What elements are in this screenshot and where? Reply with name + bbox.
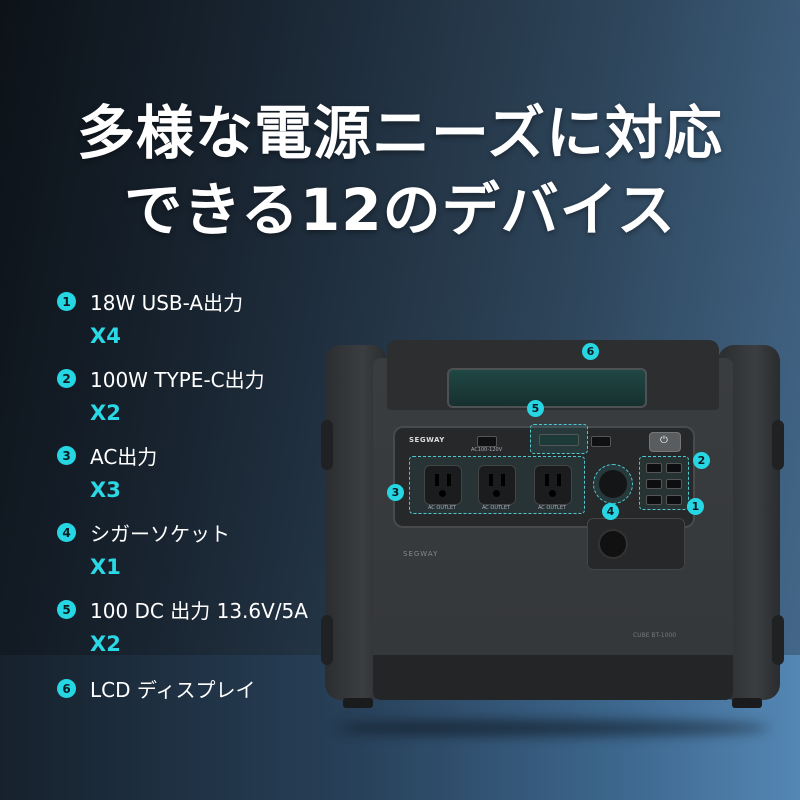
usb-a-port	[646, 479, 662, 489]
brand-logo: SEGWAY	[409, 436, 445, 444]
cigar-socket-panel	[587, 518, 685, 570]
usb-c-port	[646, 463, 662, 473]
device-shadow	[335, 720, 770, 736]
ac-outlet	[534, 465, 572, 505]
feature-number-badge: 4	[57, 523, 76, 542]
feature-item-dc: 5 100 DC 出力 13.6V/5A X2	[57, 595, 308, 656]
device-base	[373, 655, 733, 700]
usb-a-port	[666, 495, 682, 505]
feature-label: LCD ディスプレイ	[90, 678, 256, 702]
callout-6: 6	[582, 343, 599, 360]
power-button: ⏻	[649, 432, 681, 452]
feature-item-cigar-socket: 4 シガーソケット X1	[57, 518, 230, 579]
headline-line-2: できる12のデバイス	[124, 176, 676, 244]
bumper-grip	[772, 420, 784, 470]
feature-item-ac: 3 AC出力 X3	[57, 441, 157, 502]
ac-rating-label: AC100-120V	[471, 447, 503, 453]
bumper-grip	[321, 420, 333, 470]
feature-number-badge: 5	[57, 600, 76, 619]
feature-item-lcd: 6 LCD ディスプレイ	[57, 674, 255, 703]
feature-number-badge: 1	[57, 292, 76, 311]
feature-label: 100W TYPE-C出力	[90, 368, 265, 392]
feature-item-usb-a: 1 18W USB-A出力 X4	[57, 287, 243, 348]
callout-5: 5	[527, 400, 544, 417]
feature-quantity: X3	[90, 478, 121, 502]
feature-label: 18W USB-A出力	[90, 291, 244, 315]
feature-label: 100 DC 出力 13.6V/5A	[90, 599, 308, 623]
feature-item-type-c: 2 100W TYPE-C出力 X2	[57, 364, 265, 425]
device-foot	[732, 698, 762, 708]
feature-label: シガーソケット	[90, 522, 230, 546]
usb-a-port	[666, 479, 682, 489]
socket-inner	[599, 470, 627, 498]
feature-label: AC出力	[90, 445, 158, 469]
body-brand-text: SEGWAY	[403, 550, 439, 558]
usb-switch-button	[591, 436, 611, 447]
dc-port	[539, 434, 579, 446]
callout-2: 2	[693, 452, 710, 469]
outlet-label: AC OUTLET	[427, 505, 457, 511]
bumper-grip	[321, 615, 333, 665]
dc-output-box	[530, 424, 588, 454]
model-label: CUBE BT-1000	[633, 632, 677, 639]
headline-line-1: 多様な電源ニーズに対応	[76, 99, 724, 167]
feature-number-badge: 6	[57, 679, 76, 698]
feature-quantity: X2	[90, 632, 121, 656]
ac-outlet	[478, 465, 516, 505]
usb-c-port	[666, 463, 682, 473]
ac-outlet-group: AC OUTLET AC OUTLET AC OUTLET	[409, 456, 585, 514]
bumper-grip	[772, 615, 784, 665]
usb-port-group	[639, 456, 689, 510]
ac-outlet	[424, 465, 462, 505]
power-station-device: SEGWAY AC100-120V ⏻ AC OUTLET AC OUTLET …	[321, 340, 784, 736]
callout-3: 3	[387, 484, 404, 501]
callout-1: 1	[687, 498, 704, 515]
feature-quantity: X1	[90, 555, 121, 579]
feature-number-badge: 3	[57, 446, 76, 465]
outlet-label: AC OUTLET	[537, 505, 567, 511]
power-icon: ⏻	[660, 435, 668, 446]
feature-quantity: X4	[90, 324, 121, 348]
cigar-socket	[598, 529, 628, 559]
feature-number-badge: 2	[57, 369, 76, 388]
ac-switch-button	[477, 436, 497, 447]
lcd-display	[447, 368, 647, 408]
usb-a-port	[646, 495, 662, 505]
front-panel: SEGWAY AC100-120V ⏻ AC OUTLET AC OUTLET …	[393, 424, 695, 528]
device-foot	[343, 698, 373, 708]
cigar-socket-round	[593, 464, 633, 504]
feature-quantity: X2	[90, 401, 121, 425]
outlet-label: AC OUTLET	[481, 505, 511, 511]
callout-4: 4	[602, 503, 619, 520]
